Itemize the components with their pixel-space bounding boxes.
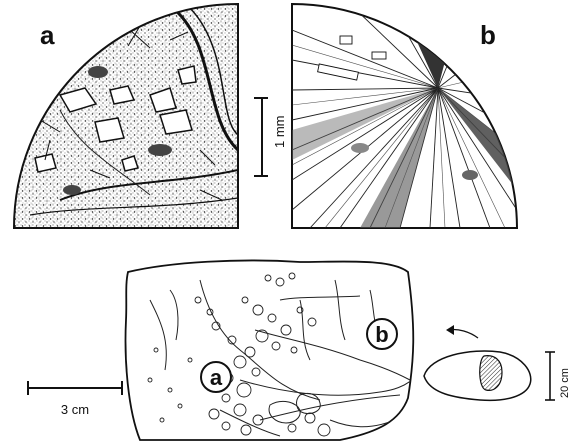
scale-bar-1mm: 1 mm	[254, 98, 287, 176]
rock-outline-sketch	[424, 325, 531, 400]
scale-bar-1mm-label: 1 mm	[272, 116, 287, 149]
scale-bar-20cm-label: 20 cm	[559, 368, 571, 398]
slab-marker-b: b	[367, 319, 397, 349]
panel-b-label: b	[480, 20, 496, 50]
slab-marker-a-label: a	[210, 365, 223, 390]
arrowhead-icon	[446, 325, 454, 335]
panel-a-label: a	[40, 20, 55, 50]
hand-specimen-slab	[126, 260, 414, 440]
slab-marker-b-label: b	[375, 322, 388, 347]
scale-bar-20cm: 20 cm	[545, 352, 571, 400]
scale-bar-3cm-label: 3 cm	[61, 402, 89, 417]
slab-marker-a: a	[201, 362, 231, 392]
scale-bar-3cm: 3 cm	[28, 381, 122, 417]
